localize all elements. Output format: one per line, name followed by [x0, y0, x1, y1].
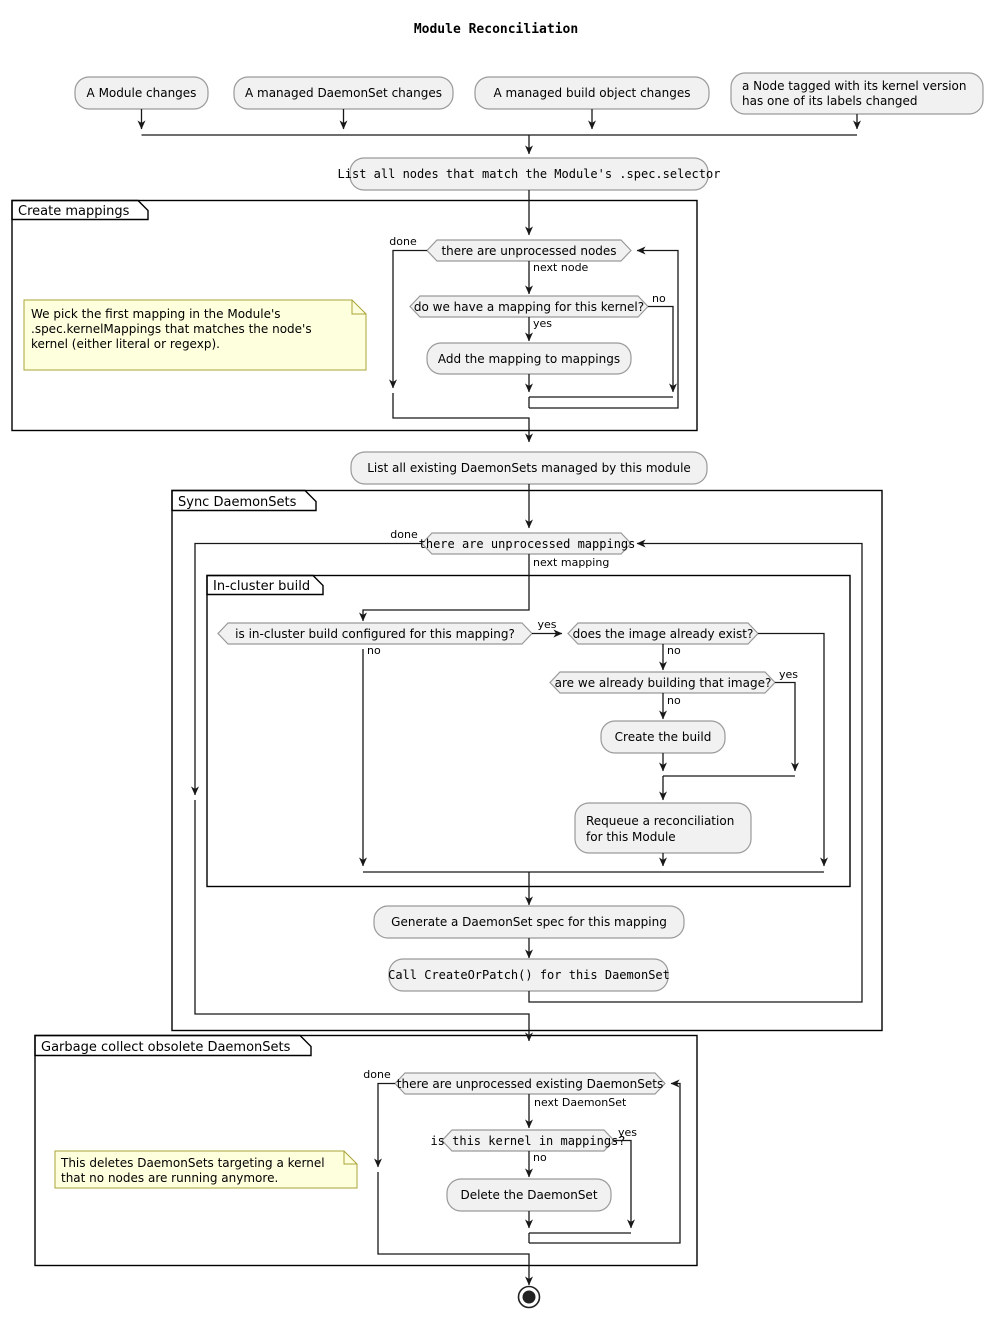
decision-label: there are unprocessed nodes: [441, 244, 616, 258]
decision-label: does the image already exist?: [573, 627, 754, 641]
partition-label: In-cluster build: [213, 579, 310, 594]
start-node-label: A Module changes: [87, 86, 197, 100]
action-label-line1: Requeue a reconciliation: [586, 814, 734, 828]
decision-already-building: are we already building that image?: [549, 671, 776, 694]
decision-unprocessed-mappings: there are unprocessed mappings: [419, 532, 636, 555]
note-line: We pick the first mapping in the Module'…: [31, 307, 281, 321]
decision-label: are we already building that image?: [555, 676, 772, 690]
page-title: Module Reconciliation: [414, 22, 578, 37]
action-generate-daemonset-spec: Generate a DaemonSet spec for this mappi…: [373, 905, 685, 939]
note-line: This deletes DaemonSets targeting a kern…: [60, 1156, 325, 1170]
action-label: Add the mapping to mappings: [438, 352, 620, 366]
decision-unprocessed-nodes: there are unprocessed nodes: [426, 239, 632, 262]
edge-label-done: done: [389, 235, 417, 248]
decision-label: is this kernel in mappings?: [430, 1134, 625, 1148]
garbage-loop-edges: [374, 1079, 681, 1286]
in-cluster-merge-edges: [359, 632, 828, 906]
decision-have-mapping: do we have a mapping for this kernel?: [409, 295, 649, 318]
start-node-daemonset-changes: A managed DaemonSet changes: [233, 76, 454, 110]
edge-label-next-daemonset: next DaemonSet: [534, 1096, 627, 1109]
note-line: kernel (either literal or regexp).: [31, 337, 220, 351]
edge-label-done: done: [363, 1068, 391, 1081]
action-label-line2: for this Module: [586, 830, 676, 844]
edge-label-no: no: [367, 644, 381, 657]
sync-loop-edges: [191, 539, 863, 1042]
action-requeue-reconciliation: Requeue a reconciliation for this Module: [574, 802, 752, 854]
partition-in-cluster-build: In-cluster build: [206, 574, 851, 888]
final-state-node: [517, 1285, 541, 1309]
decision-unprocessed-existing-daemonsets: there are unprocessed existing DaemonSet…: [394, 1072, 666, 1095]
action-label: Delete the DaemonSet: [460, 1188, 597, 1202]
action-list-existing-daemonsets: List all existing DaemonSets managed by …: [350, 451, 708, 485]
action-list-all-nodes: List all nodes that match the Module's .…: [338, 157, 721, 191]
partition-create-mappings: Create mappings: [11, 199, 698, 432]
decision-label: do we have a mapping for this kernel?: [414, 300, 644, 314]
edge-label-next-mapping: next mapping: [533, 556, 609, 569]
action-call-createorpatch: Call CreateOrPatch() for this DaemonSet: [388, 958, 670, 992]
note-kernel-mapping: We pick the first mapping in the Module'…: [23, 299, 367, 371]
start-node-build-object-changes: A managed build object changes: [474, 76, 710, 110]
decision-kernel-in-mappings: is this kernel in mappings?: [430, 1129, 626, 1152]
edge-label-yes: yes: [779, 668, 798, 681]
partition-sync-daemonsets: Sync DaemonSets: [171, 489, 883, 1032]
decision-label: there are unprocessed mappings: [419, 537, 636, 551]
action-label: Generate a DaemonSet spec for this mappi…: [391, 915, 667, 929]
start-node-node-labels-changed: a Node tagged with its kernel version ha…: [730, 72, 984, 115]
action-label: List all existing DaemonSets managed by …: [367, 461, 691, 475]
action-label: Create the build: [615, 730, 712, 744]
edge-label-yes: yes: [618, 1126, 637, 1139]
edge-label-next-node: next node: [533, 261, 589, 274]
start-merge-edges: [137, 109, 861, 155]
action-create-the-build: Create the build: [600, 720, 726, 754]
edge-label-yes: yes: [533, 317, 552, 330]
edge-label-no: no: [533, 1151, 547, 1164]
note-line: .spec.kernelMappings that matches the no…: [31, 322, 312, 336]
edge-label-done: done: [390, 528, 418, 541]
partition-label: Create mappings: [18, 204, 130, 219]
start-node-label: A managed DaemonSet changes: [245, 86, 442, 100]
partition-label: Sync DaemonSets: [178, 495, 297, 510]
partition-label: Garbage collect obsolete DaemonSets: [41, 1040, 291, 1055]
note-line: that no nodes are running anymore.: [61, 1171, 278, 1185]
action-label: Call CreateOrPatch() for this DaemonSet: [388, 968, 670, 982]
decision-label: is in-cluster build configured for this …: [235, 627, 515, 641]
decision-image-exists: does the image already exist?: [567, 622, 759, 645]
note-delete-daemonsets: This deletes DaemonSets targeting a kern…: [54, 1150, 358, 1189]
edge-label-yes: yes: [537, 618, 556, 631]
start-node-label-line1: a Node tagged with its kernel version: [742, 79, 967, 93]
action-label: List all nodes that match the Module's .…: [338, 167, 721, 181]
build-merge-edges: [659, 681, 799, 801]
start-node-module-changes: A Module changes: [74, 76, 209, 110]
decision-label: there are unprocessed existing DaemonSet…: [397, 1077, 663, 1091]
edge-label-no: no: [667, 694, 681, 707]
create-mappings-edges: [389, 246, 679, 443]
start-node-label-line2: has one of its labels changed: [742, 94, 918, 108]
start-node-label: A managed build object changes: [494, 86, 691, 100]
edge-label-no: no: [652, 292, 666, 305]
edge-label-no: no: [667, 644, 681, 657]
action-delete-daemonset: Delete the DaemonSet: [446, 1178, 612, 1212]
decision-build-configured: is in-cluster build configured for this …: [217, 622, 533, 645]
partition-garbage-collect: Garbage collect obsolete DaemonSets: [34, 1034, 698, 1267]
action-add-mapping: Add the mapping to mappings: [426, 342, 632, 375]
